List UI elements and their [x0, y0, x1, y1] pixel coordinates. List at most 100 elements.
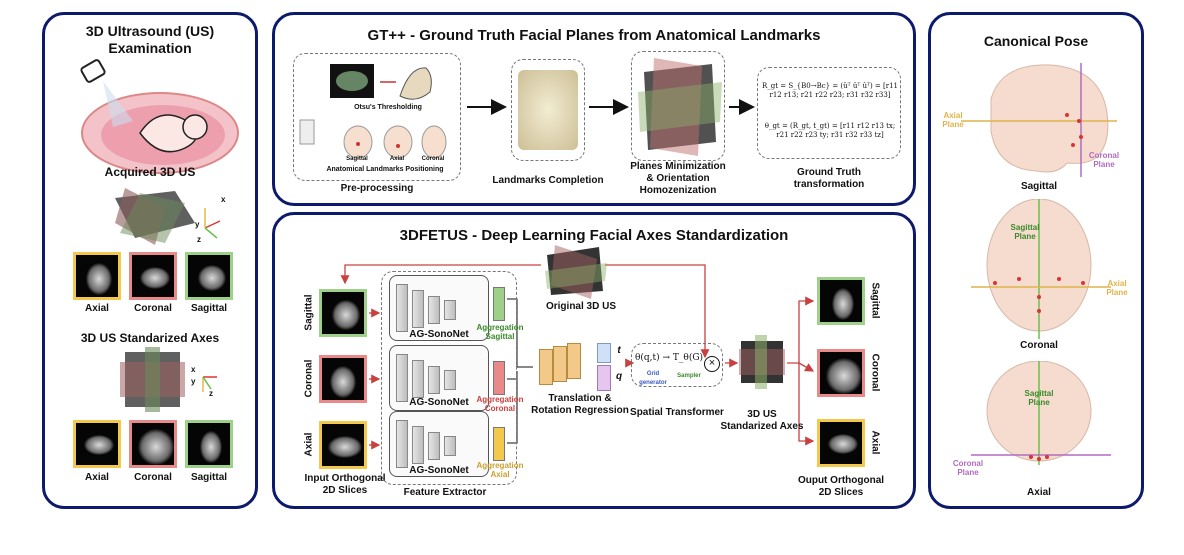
std-coronal-slice — [129, 420, 177, 468]
sagittal-view-label: Sagittal — [346, 156, 368, 162]
sononet-sagittal — [389, 275, 489, 341]
standardized-title: 3D US Standarized Axes — [80, 331, 220, 345]
acquired-sagittal-slice — [185, 252, 233, 300]
acquired-axial-slice — [73, 252, 121, 300]
agg-bar-coronal — [493, 361, 505, 395]
input-sagittal-slice — [319, 289, 367, 337]
grid-generator-label: Grid generator — [639, 371, 667, 386]
input-axial-slice — [319, 421, 367, 469]
step-preprocessing-label: Pre-processing — [340, 183, 414, 194]
landmarks-completion-box — [511, 59, 585, 161]
regression-label: Translation & Rotation Regression — [531, 393, 629, 416]
rotation-formula: R_gt = S_{B0→Bc} = (ûᵀ ûᵀ ûᵀ) = [r11 r12… — [762, 82, 898, 99]
canonical-pose-panel: Canonical Pose Axial Plane Coronal Plane… — [928, 12, 1144, 509]
gt-panel: GT++ - Ground Truth Facial Planes from A… — [272, 12, 916, 206]
output-coronal-slice — [817, 349, 865, 397]
acquired-volume — [115, 188, 221, 245]
input-sagittal-side-label: Sagittal — [303, 294, 315, 331]
sononet-coronal — [389, 345, 489, 411]
standardized-volume — [120, 347, 217, 412]
std-coronal-label: Coronal — [134, 472, 172, 483]
regression-q-vector — [597, 365, 611, 391]
std-sagittal-slice — [185, 420, 233, 468]
output-axial-side-label: Axial — [869, 430, 881, 455]
sampler-circle-icon: × — [704, 356, 720, 372]
translation-formula: θ_gt = (R_gt, t_gt) = [r11 r12 r13 tx; r… — [764, 122, 896, 139]
agg-label-coronal: Aggregation Coronal — [476, 395, 524, 413]
preprocessing-box — [293, 53, 461, 181]
input-axial-side-label: Axial — [303, 432, 315, 457]
coronal-caption: Coronal — [1020, 340, 1058, 351]
sagittal-caption: Sagittal — [1020, 181, 1058, 192]
agg-label-sagittal: Aggregation Sagittal — [476, 323, 524, 341]
us-exam-title-1: 3D Ultrasound (US) — [85, 23, 215, 39]
acquired-axial-label: Axial — [85, 303, 109, 314]
standardized-label: 3D US Standarized Axes — [720, 409, 804, 432]
std-axis-z-label: z — [209, 389, 213, 398]
st-formula: θ(q,t) → T_θ(G) — [634, 353, 704, 363]
standardized-output-volume — [739, 335, 785, 389]
axis-y-label: y — [195, 220, 200, 229]
landmarks-positioning-label: Anatomical Landmarks Positioning — [326, 166, 444, 173]
step-landmarks-completion-label: Landmarks Completion — [492, 175, 604, 186]
cor-axial-plane-label: Axial Plane — [1106, 279, 1128, 297]
step-planes-minimization-label: Planes Minimization & Orientation Homoze… — [630, 161, 726, 196]
output-sagittal-slice — [817, 277, 865, 325]
std-axis-x-label: x — [191, 365, 196, 374]
sagittal-head — [961, 63, 1117, 177]
us-exam-title-2: Examination — [108, 40, 192, 56]
std-sagittal-label: Sagittal — [190, 472, 228, 483]
output-coronal-side-label: Coronal — [869, 353, 881, 392]
reg-q-label: q — [615, 371, 623, 382]
agg-bar-sagittal — [493, 287, 505, 321]
axial-view-label: Axial — [389, 156, 405, 162]
us-examination-panel: 3D Ultrasound (US) Examination Acquired … — [42, 12, 258, 509]
coronal-view-label: Coronal — [421, 156, 445, 162]
axial-head — [971, 361, 1111, 465]
gt-transformation-box: R_gt = S_{B0→Bc} = (ûᵀ ûᵀ ûᵀ) = [r11 r12… — [757, 67, 901, 159]
output-sagittal-side-label: Sagittal — [869, 282, 881, 319]
axial-caption: Axial — [1027, 487, 1051, 498]
canonical-title: Canonical Pose — [983, 33, 1089, 49]
reg-t-label: t — [617, 345, 621, 356]
feature-extractor-box — [381, 271, 517, 485]
regression-t-vector — [597, 343, 611, 363]
sononet-axial — [389, 411, 489, 477]
acquired-coronal-slice — [129, 252, 177, 300]
fetus-arrows — [340, 264, 815, 450]
ax-sagittal-plane-label: Sagittal Plane — [1024, 389, 1054, 407]
planes-minimization-box — [631, 51, 725, 161]
coronal-head — [971, 199, 1111, 339]
regression-block — [539, 343, 585, 385]
spatial-transformer-label: Spatial Transformer — [630, 407, 724, 418]
feature-extractor-label: Feature Extractor — [403, 487, 487, 498]
input-coronal-slice — [319, 355, 367, 403]
original-label: Original 3D US — [545, 301, 616, 312]
gt-arrows — [467, 99, 755, 115]
cor-sagittal-plane-label: Sagittal Plane — [1010, 223, 1040, 241]
agg-label-axial: Aggregation Axial — [476, 461, 524, 479]
input-caption: Input Orthogonal 2D Slices — [304, 473, 386, 496]
output-caption: Ouput Orthogonal 2D Slices — [797, 475, 885, 498]
fetus-panel: 3DFETUS - Deep Learning Facial Axes Stan… — [272, 212, 916, 509]
net-label-sagittal: AG-SonoNet — [409, 329, 469, 340]
acquired-sagittal-label: Sagittal — [190, 303, 228, 314]
sag-axial-plane-label: Axial Plane — [942, 111, 964, 129]
sampler-label: Sampler — [677, 373, 701, 379]
std-axial-slice — [73, 420, 121, 468]
otsu-label: Otsu's Thresholding — [354, 104, 422, 111]
std-axial-label: Axial — [85, 472, 109, 483]
gt-title: GT++ - Ground Truth Facial Planes from A… — [367, 27, 821, 44]
axis-x-label: x — [221, 195, 226, 204]
axis-z-label: z — [197, 235, 201, 244]
std-axis-y-label: y — [191, 377, 196, 386]
agg-bar-axial — [493, 427, 505, 461]
spatial-transformer-box: θ(q,t) → T_θ(G) Grid generator Sampler × — [631, 343, 723, 387]
fetus-title: 3DFETUS - Deep Learning Facial Axes Stan… — [399, 227, 789, 244]
net-label-coronal: AG-SonoNet — [409, 397, 469, 408]
sag-coronal-plane-label: Coronal Plane — [1088, 151, 1120, 169]
original-volume — [545, 245, 607, 299]
acquired-coronal-label: Coronal — [134, 303, 172, 314]
ultrasound-illustration — [80, 59, 239, 174]
ax-coronal-plane-label: Coronal Plane — [952, 459, 984, 477]
